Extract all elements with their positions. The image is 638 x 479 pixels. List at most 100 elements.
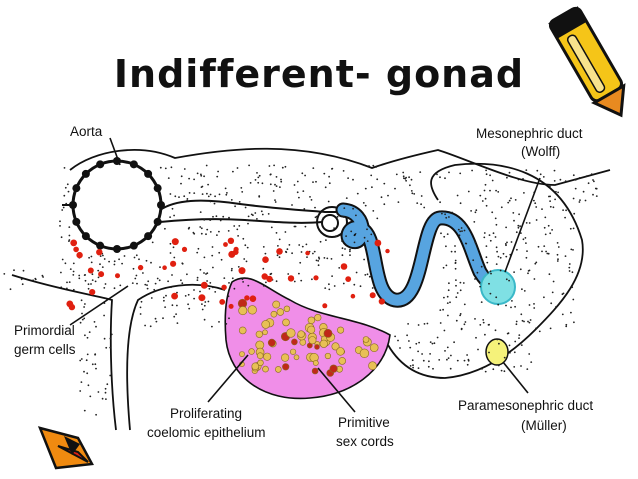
stipple-dot <box>138 258 140 261</box>
stipple-dot <box>113 287 116 290</box>
stipple-dot <box>456 292 459 294</box>
stipple-dot <box>162 296 165 299</box>
stipple-dot <box>261 213 264 216</box>
stipple-dot <box>513 366 516 368</box>
stipple-dot <box>450 250 453 253</box>
stipple-dot <box>196 276 199 279</box>
stipple-dot <box>510 241 513 243</box>
stipple-dot <box>519 225 521 228</box>
stipple-dot <box>445 216 448 219</box>
stipple-dot <box>474 278 476 280</box>
stipple-dot <box>455 279 457 281</box>
stipple-dot <box>274 199 276 202</box>
sex-cord-cell <box>291 338 298 346</box>
stipple-dot <box>304 225 307 228</box>
stipple-dot <box>489 189 491 192</box>
stipple-dot <box>269 273 272 276</box>
stipple-dot <box>164 306 167 308</box>
stipple-dot <box>330 258 333 260</box>
stipple-dot <box>159 266 161 268</box>
glomerulus-outer <box>316 206 348 238</box>
stipple-dot <box>349 250 351 253</box>
stipple-dot <box>350 230 353 233</box>
stipple-dot <box>436 336 439 339</box>
stipple-dot <box>533 278 536 280</box>
stipple-dot <box>306 256 308 258</box>
stipple-dot <box>263 285 265 287</box>
stipple-dot <box>484 333 486 336</box>
stipple-dot <box>68 234 71 237</box>
stipple-dot <box>315 259 318 262</box>
stipple-dot <box>90 283 92 285</box>
germ-cell <box>262 256 269 264</box>
stipple-dot <box>513 271 515 273</box>
germ-cell <box>170 260 177 267</box>
stipple-dot <box>484 183 487 186</box>
stipple-dot <box>274 183 276 186</box>
stipple-dot <box>521 319 524 322</box>
stipple-dot <box>254 179 257 181</box>
stipple-dot <box>443 235 446 238</box>
stipple-dot <box>421 353 423 355</box>
aorta-wall-cell <box>153 184 162 193</box>
stipple-dot <box>448 282 450 285</box>
stipple-dot <box>247 284 250 287</box>
stipple-dot <box>274 201 277 203</box>
stipple-dot <box>211 246 214 248</box>
stipple-dot <box>222 215 225 218</box>
stipple-dot <box>495 263 498 265</box>
stipple-dot <box>173 214 176 217</box>
stipple-dot <box>60 286 63 289</box>
stipple-dot <box>572 298 575 301</box>
stipple-dot <box>364 187 367 190</box>
stipple-dot <box>212 215 214 218</box>
stipple-dot <box>298 196 300 199</box>
stipple-dot <box>90 255 93 258</box>
stipple-dot <box>103 287 106 289</box>
stipple-dot <box>459 313 462 315</box>
stipple-dot <box>345 197 348 200</box>
stipple-dot <box>94 280 97 283</box>
stipple-dot <box>442 308 444 311</box>
stipple-dot <box>61 209 64 211</box>
stipple-dot <box>217 170 220 173</box>
stipple-dot <box>349 248 351 251</box>
stipple-dot <box>571 286 574 289</box>
stipple-dot <box>495 296 498 299</box>
germ-cell <box>345 276 352 282</box>
sex-cord-cell <box>256 352 264 360</box>
stipple-dot <box>419 171 422 174</box>
sex-cord-cell <box>238 306 248 316</box>
stipple-dot <box>225 193 228 196</box>
stipple-dot <box>324 186 327 189</box>
stipple-dot <box>342 170 345 172</box>
sex-cord-cell <box>314 314 322 322</box>
germ-cell <box>385 248 390 254</box>
stipple-dot <box>466 363 469 366</box>
sex-cord-cell <box>255 330 263 338</box>
stipple-dot <box>257 181 260 184</box>
stipple-dot <box>102 254 104 257</box>
primitive-sex-cords <box>237 298 379 377</box>
stipple-dot <box>549 185 551 188</box>
stipple-dot <box>312 252 314 255</box>
glomerulus-inner <box>321 214 339 232</box>
stipple-dot <box>242 281 245 283</box>
stipple-dot <box>91 363 94 366</box>
stipple-dot <box>180 182 182 185</box>
stipple-dot <box>227 295 230 298</box>
stipple-dot <box>171 274 173 276</box>
stipple-dot <box>193 178 196 181</box>
stipple-dot <box>294 225 297 228</box>
stipple-dot <box>488 323 490 326</box>
paramesonephric-leader <box>502 361 529 394</box>
stipple-dot <box>394 187 396 190</box>
stipple-dot <box>578 201 581 203</box>
stipple-dot <box>549 205 552 208</box>
stipple-dot <box>497 191 500 193</box>
stipple-dot <box>72 288 75 291</box>
sex-cord-cell <box>272 300 281 309</box>
stipple-dot <box>544 233 547 236</box>
stipple-dot <box>489 292 492 295</box>
stipple-dot <box>171 304 174 307</box>
